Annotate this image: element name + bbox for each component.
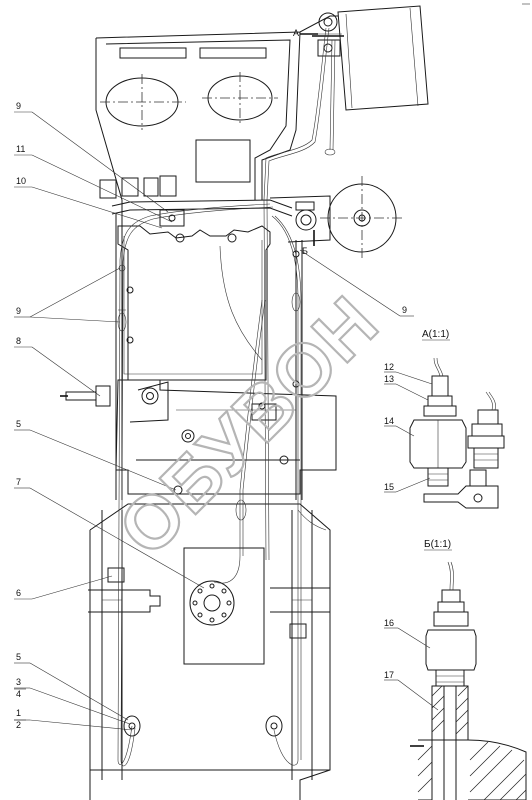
connector-10 bbox=[159, 209, 185, 227]
top-bracket bbox=[317, 39, 341, 57]
view-a-sensor-cap bbox=[431, 375, 449, 397]
callout-15: 15 bbox=[384, 482, 394, 492]
cab-slot-left bbox=[119, 47, 187, 59]
callout-11: 11 bbox=[16, 144, 25, 154]
sensor-bottom-left bbox=[123, 715, 141, 737]
view-a-body-14 bbox=[409, 419, 467, 469]
cab-inner-outline bbox=[105, 39, 291, 200]
callout-6: 6 bbox=[16, 588, 21, 598]
callout-10: 10 bbox=[16, 176, 26, 186]
callout-9-right: 9 bbox=[402, 305, 407, 315]
tank-mount bbox=[269, 195, 331, 243]
view-b-fitting-17 bbox=[431, 685, 469, 741]
detail-view-a: А(1:1) 12 13 14 15 bbox=[384, 329, 505, 509]
sensor-8 bbox=[65, 391, 97, 401]
view-b-sensor-cap bbox=[441, 589, 461, 603]
clamp-6 bbox=[107, 567, 125, 583]
cab-box-2 bbox=[121, 177, 139, 197]
wiring-harness bbox=[117, 27, 336, 767]
cab-recess bbox=[195, 139, 251, 183]
callout-17: 17 bbox=[384, 670, 394, 680]
callout-9-left: 9 bbox=[16, 306, 21, 316]
callout-9-top: 9 bbox=[16, 101, 21, 111]
lower-chassis bbox=[89, 503, 331, 800]
flange bbox=[189, 580, 235, 626]
gearbox-housing bbox=[115, 379, 337, 495]
top-fitting bbox=[318, 12, 338, 32]
callout-13: 13 bbox=[384, 374, 394, 384]
detail-view-b: Б(1:1) 16 bbox=[384, 539, 527, 800]
callout-4: 4 bbox=[16, 689, 21, 699]
cross-member bbox=[88, 589, 161, 613]
sensor-bottom-right bbox=[265, 715, 283, 737]
tank-body bbox=[337, 5, 429, 111]
central-plate bbox=[183, 547, 265, 665]
crankcase-outline bbox=[117, 225, 271, 381]
view-a-pipe bbox=[423, 485, 499, 509]
cab-outline bbox=[95, 15, 338, 214]
view-a-title: А(1:1) bbox=[422, 329, 449, 340]
callout-2: 2 bbox=[16, 720, 21, 730]
cab-box-3 bbox=[143, 177, 159, 197]
callout-5-bottom: 5 bbox=[16, 652, 21, 662]
gearbox-boss bbox=[141, 387, 159, 405]
view-b-body-16 bbox=[425, 629, 477, 671]
callout-3: 3 bbox=[16, 677, 21, 687]
callout-labels: 9 11 10 9 8 5 7 6 5 3 4 1 2 9 bbox=[14, 101, 407, 730]
callout-5-mid: 5 bbox=[16, 419, 21, 429]
callout-14: 14 bbox=[384, 416, 394, 426]
cab-box-1 bbox=[99, 179, 117, 199]
cab-box-4 bbox=[159, 175, 177, 197]
mark-b-label: Б bbox=[302, 246, 308, 256]
callout-12: 12 bbox=[384, 362, 394, 372]
view-b-title: Б(1:1) bbox=[424, 539, 451, 550]
leader-lines bbox=[14, 111, 414, 731]
callout-7: 7 bbox=[16, 477, 21, 487]
callout-8: 8 bbox=[16, 336, 21, 346]
callout-16: 16 bbox=[384, 618, 394, 628]
main-assembly: А Б bbox=[60, 5, 429, 800]
callout-1: 1 bbox=[16, 708, 21, 718]
watermark: ОБУВОН bbox=[103, 280, 395, 572]
mount-boss bbox=[295, 209, 317, 231]
cab-slot-right bbox=[199, 47, 267, 59]
mark-a-label: А bbox=[293, 28, 299, 38]
